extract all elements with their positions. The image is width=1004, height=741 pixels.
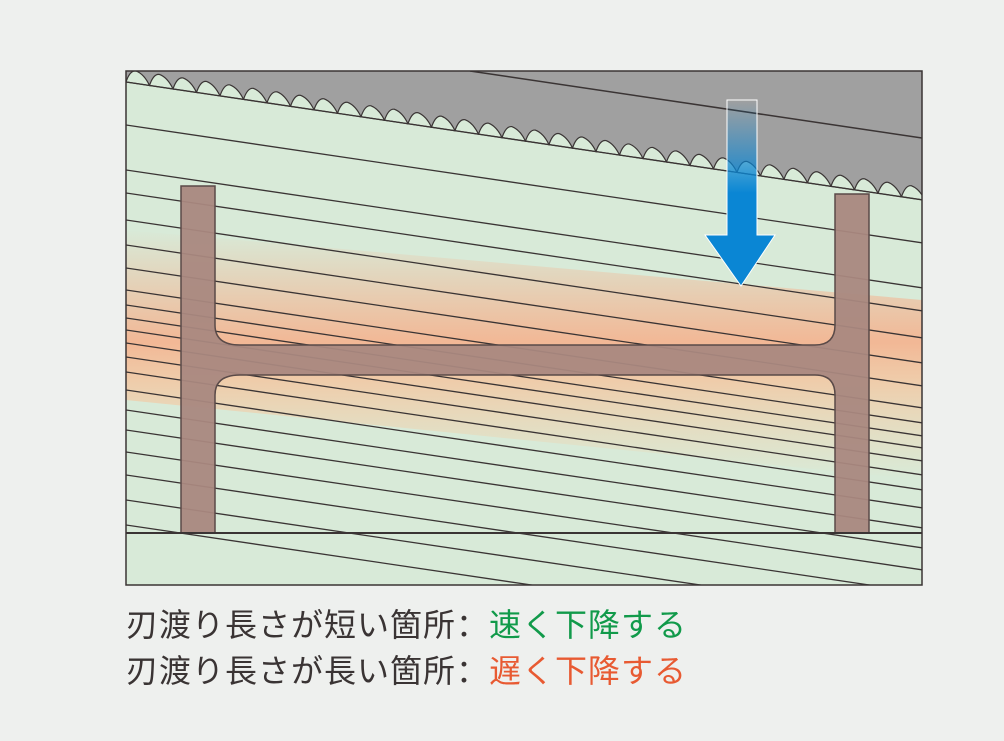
cut-line [126, 429, 922, 549]
saw-teeth [126, 71, 922, 201]
saw-tooth [454, 119, 480, 135]
saw-tooth [407, 112, 433, 128]
cut-line [126, 409, 922, 529]
caption-result-slow: 遅く下降する [489, 652, 688, 690]
cut-line [126, 169, 922, 289]
saw-tooth [219, 84, 245, 101]
saw-tooth [313, 98, 339, 115]
caption-long: 刃渡り長さが長い箇所：遅く下降する [126, 646, 687, 692]
saw-tooth [336, 101, 363, 118]
saw-tooth [548, 132, 574, 149]
saw-tooth [172, 77, 198, 94]
cut-line [126, 371, 922, 491]
saw-tooth [195, 80, 222, 97]
cut-line [126, 317, 922, 437]
saw-tooth [266, 91, 292, 108]
caption-result-fast: 速く下降する [489, 606, 688, 644]
caption-short: 刃渡り長さが短い箇所：速く下降する [126, 600, 687, 646]
saw-tooth [783, 167, 809, 184]
saw-tooth [501, 126, 527, 142]
saw-tooth [618, 143, 645, 160]
caption-label: 刃渡り長さが短い箇所： [126, 606, 490, 644]
saw-tooth [900, 185, 922, 201]
saw-tooth [830, 174, 856, 191]
saw-tooth [806, 171, 833, 188]
saw-tooth [689, 153, 715, 170]
saw-tooth [360, 105, 386, 122]
saw-tooth [665, 150, 692, 167]
saw-tooth [148, 73, 175, 90]
saw-tooth [289, 94, 316, 111]
cut-line [126, 124, 922, 244]
cut-line [126, 244, 922, 364]
cut-line [126, 81, 922, 201]
saw-tooth [853, 178, 880, 195]
saw-tooth [477, 122, 504, 139]
caption-label: 刃渡り長さが長い箇所： [126, 652, 490, 690]
saw-tooth [759, 164, 786, 181]
frame [125, 70, 923, 586]
cut-line [126, 389, 922, 509]
cut-line [126, 499, 705, 585]
cut-line [126, 524, 536, 585]
cut-line [126, 451, 922, 571]
saw-tooth [430, 115, 457, 132]
saw-tooth [877, 181, 903, 198]
saw-tooth [383, 108, 410, 125]
saw-tooth [642, 146, 668, 163]
saw-tooth [571, 136, 598, 153]
cut-line [126, 219, 922, 339]
saw-tooth [524, 129, 551, 146]
saw-tooth [595, 139, 621, 156]
down-arrow-icon [704, 99, 776, 287]
cut-line [126, 192, 922, 312]
saw-tooth [242, 87, 269, 104]
cut-line [126, 356, 922, 476]
